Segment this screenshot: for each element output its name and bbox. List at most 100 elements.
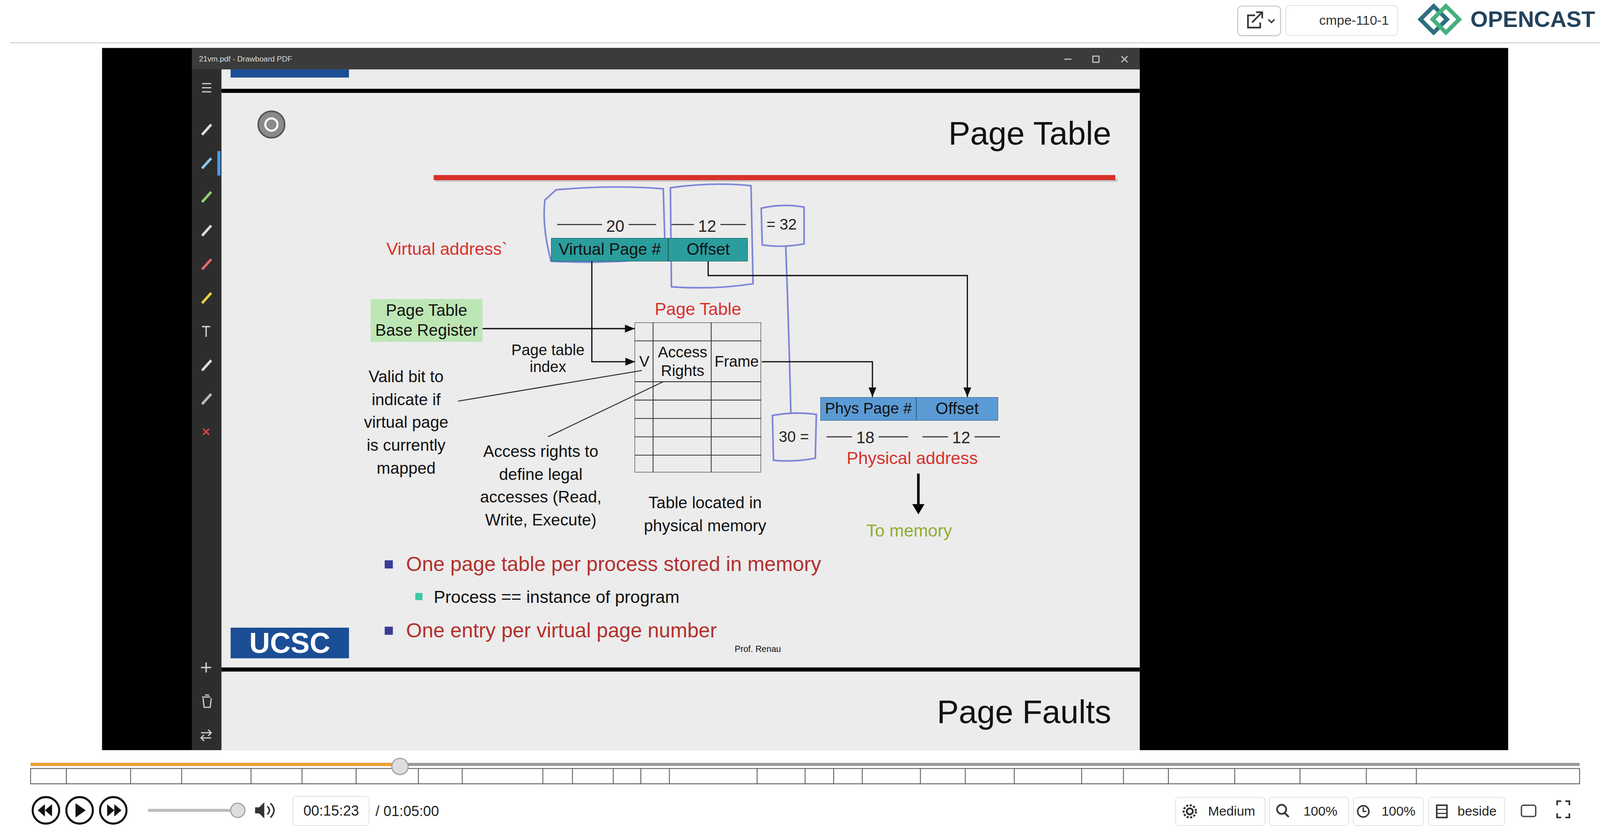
box-label: Phys Page #	[824, 399, 912, 418]
down-arrow	[917, 473, 920, 507]
pdf-window	[221, 69, 1141, 751]
video-frame	[102, 47, 1509, 751]
player-button	[99, 796, 127, 824]
title-rule	[433, 175, 1118, 182]
layout-button: beside	[1428, 796, 1505, 826]
toolbar-icon	[202, 326, 211, 337]
table-grid	[634, 322, 762, 473]
video-frame	[102, 47, 1509, 751]
dimension-line	[557, 224, 1000, 437]
sub-bullet-text: Process == instance of program	[433, 586, 680, 607]
button-icon	[1284, 812, 1289, 817]
box-label: 00:15:23	[303, 802, 360, 820]
box-label: cmpe-110-1	[1319, 12, 1390, 29]
timeline	[391, 757, 409, 775]
handwritten-mark	[785, 245, 792, 413]
box-label: 100%	[1381, 803, 1416, 820]
pdf-window	[191, 47, 1141, 69]
opencast-logo	[1420, 6, 1460, 33]
callout-note: Access rights to define legal accesses (…	[474, 440, 608, 532]
opencast-logo	[1432, 6, 1460, 33]
timeline	[30, 762, 400, 766]
base-register-box: Page Table Base Register	[370, 298, 483, 342]
page-header	[1268, 19, 1275, 23]
settings-icon	[265, 118, 278, 131]
bit-width: 12	[952, 428, 971, 448]
player-button	[267, 803, 275, 818]
quality-button: Medium	[1175, 796, 1266, 826]
duration-text: / 01:05:00	[375, 803, 440, 820]
next-slide-title: Page Faults	[937, 693, 1112, 732]
button-icon	[1183, 12, 1570, 818]
pdf-window	[1092, 56, 1099, 63]
phys-page-field: Phys Page #	[820, 397, 917, 421]
box-label: Medium	[1208, 803, 1256, 820]
speed-button: 100%	[1353, 796, 1424, 826]
toolbar-icon	[201, 83, 221, 741]
handwritten-mark	[543, 187, 666, 263]
player-button	[32, 796, 60, 824]
pdf-window	[221, 667, 1141, 672]
title-rule	[433, 175, 1116, 181]
player-button	[107, 803, 122, 817]
bit-total: = 32	[766, 215, 797, 234]
page-table: Page TableVAccess RightsFrame	[634, 322, 762, 473]
pdf-window	[1121, 56, 1128, 63]
toolbar-icon	[202, 394, 212, 405]
virtual-page-field: Virtual Page #	[551, 237, 669, 262]
page-header	[1237, 6, 1281, 36]
box-label: Access Rights	[655, 343, 710, 380]
button-icon	[1557, 800, 1570, 818]
table-cell: Access Rights	[653, 341, 712, 383]
settings-icon	[258, 111, 285, 138]
toolbar-icon	[202, 124, 212, 135]
pdf-window	[191, 69, 222, 751]
connector	[482, 328, 635, 330]
down-arrow	[912, 473, 925, 515]
bullet-mark	[415, 593, 423, 601]
memory-caption: To memory	[866, 520, 953, 541]
author-note: Prof. Renau	[734, 643, 781, 655]
table-cell: V	[635, 341, 654, 383]
bullet-text: One page table per process stored in mem…	[405, 552, 821, 576]
pdf-window	[230, 69, 349, 78]
callout-note: Valid bit to indicate if virtual page is…	[357, 365, 455, 480]
brand-name: OPENCAST	[1470, 6, 1596, 33]
connector	[591, 261, 636, 362]
logo-text: UCSC	[249, 626, 331, 660]
bit-width: 12	[697, 217, 716, 236]
bullet-mark	[384, 626, 393, 635]
toolbar-icon	[217, 151, 221, 176]
offset-field: Offset	[668, 237, 748, 262]
player-button	[75, 803, 86, 818]
slide-title: Page Table	[948, 114, 1112, 153]
handwritten-mark	[772, 413, 817, 461]
timeline	[30, 768, 1580, 784]
connector	[761, 361, 873, 398]
toolbar-icon	[202, 158, 212, 169]
box-label: beside	[1457, 803, 1497, 820]
box-label: Virtual Page #	[558, 240, 661, 259]
address-caption: Physical address	[846, 447, 978, 468]
arrow-note: Page table index	[511, 341, 585, 376]
timeline	[66, 768, 1417, 784]
dimension-line	[557, 224, 1000, 437]
button-icon	[1363, 807, 1367, 812]
box-label: Page Table Base Register	[372, 300, 481, 341]
toolbar-icon	[202, 360, 212, 371]
toolbar-icon	[202, 428, 210, 435]
down-arrow	[912, 504, 925, 515]
zoom-button: 100%	[1269, 796, 1349, 826]
toolbar-icon	[201, 662, 212, 673]
address-caption: Virtual address`	[386, 238, 508, 259]
settings-icon	[258, 111, 285, 138]
player-button	[32, 796, 275, 824]
toolbar-icon	[202, 191, 212, 203]
time-display: 00:15:23	[292, 796, 370, 826]
pdf-window	[221, 88, 1141, 93]
timeline	[30, 757, 1580, 784]
pdf-window	[1064, 58, 1072, 60]
button-icon	[1436, 805, 1447, 818]
